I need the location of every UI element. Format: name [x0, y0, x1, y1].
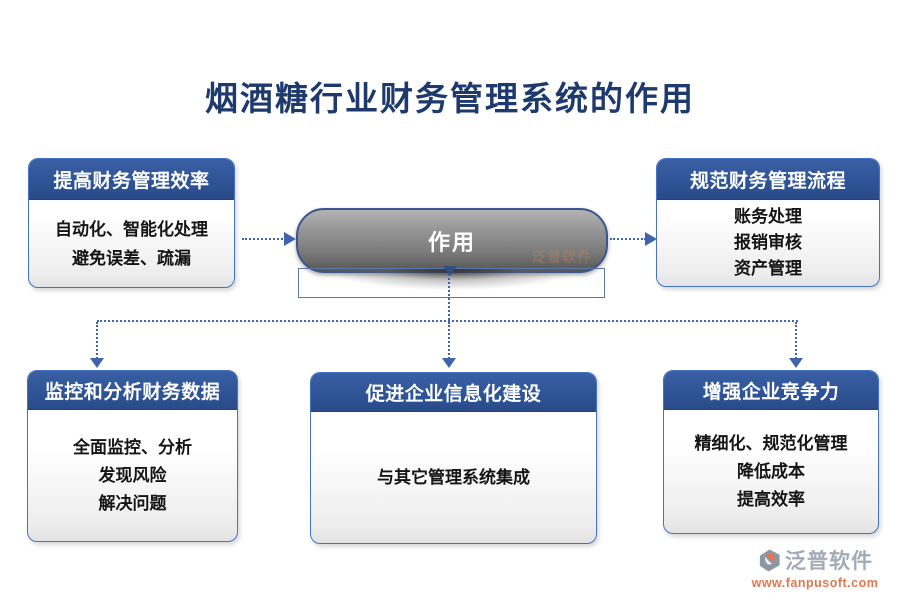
arrowhead-right-icon [645, 232, 657, 246]
connector-horizontal-bus [97, 320, 798, 322]
box-promote-informatization: 促进企业信息化建设 与其它管理系统集成 [310, 372, 597, 544]
fanpu-logo-icon [759, 548, 780, 572]
box-header: 监控和分析财务数据 [28, 371, 237, 410]
page-title: 烟酒糖行业财务管理系统的作用 [205, 80, 695, 117]
brand-name: 泛普软件 [785, 550, 873, 573]
box-header: 促进企业信息化建设 [311, 373, 596, 412]
center-node: 作用 泛普软件 [296, 208, 608, 273]
box-line: 发现风险 [98, 465, 167, 485]
brand-footer: 泛普软件 www.fanpusoft.com [740, 545, 890, 590]
box-body: 精细化、规范化管理 降低成本 提高效率 [664, 410, 878, 533]
box-header: 规范财务管理流程 [657, 159, 879, 200]
box-body: 账务处理 报销审核 资产管理 [657, 200, 879, 286]
box-line: 自动化、智能化处理 [55, 219, 208, 239]
connector-drop-right [795, 322, 797, 359]
box-line: 精细化、规范化管理 [694, 433, 848, 453]
arrowhead-down-icon [90, 358, 104, 368]
box-body: 与其它管理系统集成 [311, 412, 596, 543]
box-body: 全面监控、分析 发现风险 解决问题 [28, 410, 237, 541]
box-line: 避免误差、疏漏 [72, 248, 191, 268]
watermark-text: 泛普软件 [532, 249, 592, 265]
center-node-label: 作用 [427, 229, 476, 255]
arrowhead-right-icon [284, 232, 296, 246]
connector-center-drop [448, 274, 450, 320]
box-line: 报销审核 [734, 233, 802, 252]
connector-center-to-right [610, 238, 646, 240]
arrowhead-down-icon [789, 358, 803, 368]
box-line: 全面监控、分析 [73, 437, 192, 457]
box-improve-efficiency: 提高财务管理效率 自动化、智能化处理 避免误差、疏漏 [28, 158, 235, 288]
arrowhead-down-icon [443, 266, 457, 276]
box-line: 降低成本 [737, 461, 805, 481]
box-line: 账务处理 [734, 207, 802, 226]
box-line: 提高效率 [737, 489, 805, 509]
box-enhance-competitiveness: 增强企业竞争力 精细化、规范化管理 降低成本 提高效率 [663, 370, 879, 534]
box-line: 解决问题 [98, 493, 167, 513]
box-header: 提高财务管理效率 [29, 159, 234, 200]
box-line: 资产管理 [734, 259, 802, 278]
brand-url: www.fanpusoft.com [751, 576, 879, 590]
arrowhead-down-icon [442, 358, 456, 368]
connector-drop-center [448, 322, 450, 359]
box-standardize-process: 规范财务管理流程 账务处理 报销审核 资产管理 [656, 158, 880, 287]
connector-left-to-center [242, 238, 283, 240]
connector-drop-left [96, 322, 98, 359]
box-monitor-analyze: 监控和分析财务数据 全面监控、分析 发现风险 解决问题 [27, 370, 238, 542]
box-line: 与其它管理系统集成 [377, 467, 530, 487]
box-body: 自动化、智能化处理 避免误差、疏漏 [29, 200, 234, 287]
box-header: 增强企业竞争力 [664, 371, 878, 410]
